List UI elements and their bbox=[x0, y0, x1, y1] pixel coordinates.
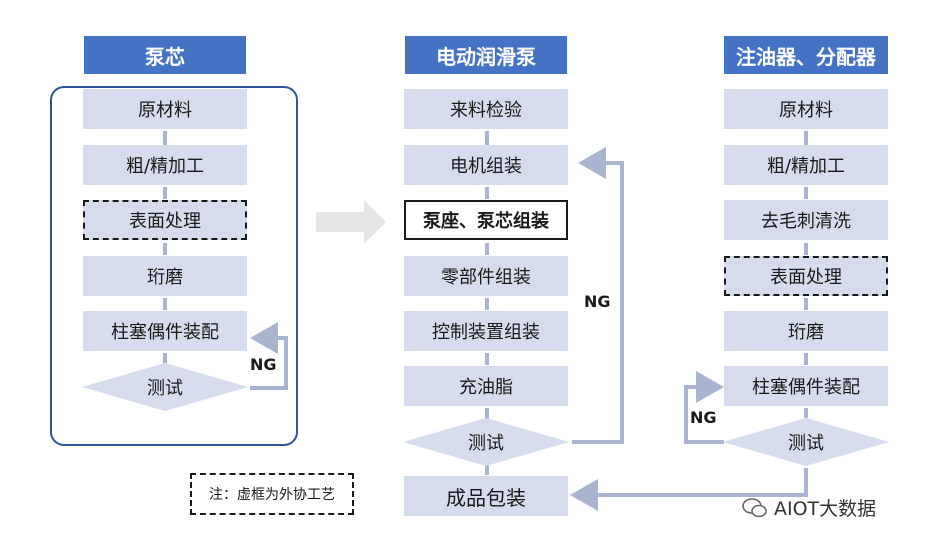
col1-header: 泵芯 bbox=[84, 36, 246, 74]
watermark: AIOT大数据 bbox=[742, 494, 876, 521]
watermark-text: AIOT大数据 bbox=[774, 498, 877, 520]
col1-test-label: 测试 bbox=[147, 378, 183, 399]
col3-step-plunger-assembly: 柱塞偶件装配 bbox=[724, 366, 888, 406]
legend-note: 注：虚框为外协工艺 bbox=[190, 473, 354, 515]
col2-step-incoming-inspection: 来料检验 bbox=[404, 89, 568, 129]
col1-step-plunger-assembly: 柱塞偶件装配 bbox=[83, 311, 247, 351]
col3-step-surface-treatment: 表面处理 bbox=[724, 256, 888, 296]
col1-step-honing: 珩磨 bbox=[83, 256, 247, 296]
col1-step-raw-material: 原材料 bbox=[83, 89, 247, 129]
col2-step-control-assembly: 控制装置组装 bbox=[404, 311, 568, 351]
col1-step-machining: 粗/精加工 bbox=[83, 145, 247, 185]
col1-step-surface-treatment: 表面处理 bbox=[83, 200, 247, 240]
pump-core-frame bbox=[50, 86, 298, 446]
col3-step-deburr-clean: 去毛刺清洗 bbox=[724, 200, 888, 240]
col3-step-raw-material: 原材料 bbox=[724, 89, 888, 129]
wechat-icon bbox=[742, 497, 767, 517]
col2-header: 电动润滑泵 bbox=[405, 36, 567, 74]
col2-step-pump-base-assembly: 泵座、泵芯组装 bbox=[404, 200, 568, 240]
col2-step-parts-assembly: 零部件组装 bbox=[404, 256, 568, 296]
col2-ng-label: NG bbox=[584, 292, 611, 311]
col3-ng-label: NG bbox=[690, 408, 717, 427]
col3-test-diamond: 测试 bbox=[723, 418, 889, 466]
col3-test-label: 测试 bbox=[788, 433, 824, 454]
col1-test-diamond: 测试 bbox=[82, 363, 248, 411]
col2-test-diamond: 测试 bbox=[403, 418, 569, 466]
col2-step-grease-fill: 充油脂 bbox=[404, 366, 568, 406]
col2-test-label: 测试 bbox=[468, 433, 504, 454]
col3-header: 注油器、分配器 bbox=[724, 36, 888, 74]
col2-step-motor-assembly: 电机组装 bbox=[404, 145, 568, 185]
col2-final-packaging: 成品包装 bbox=[404, 476, 568, 516]
col3-step-machining: 粗/精加工 bbox=[724, 145, 888, 185]
col1-ng-label: NG bbox=[250, 355, 277, 374]
col3-step-honing: 珩磨 bbox=[724, 311, 888, 351]
